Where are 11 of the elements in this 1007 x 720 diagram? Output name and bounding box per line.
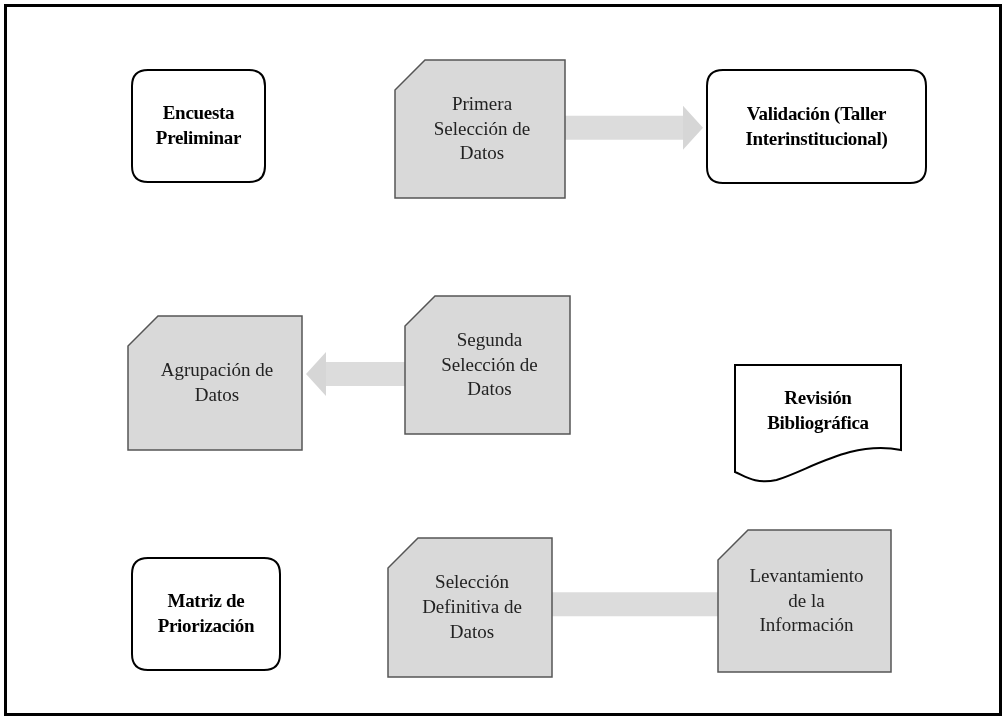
arrow xyxy=(306,352,405,396)
node-label: Encuesta Preliminar xyxy=(154,101,243,150)
arrow xyxy=(565,105,703,150)
node-label: Segunda Selección de Datos xyxy=(440,327,539,402)
node-label: Revisión Bibliográfica xyxy=(766,385,870,435)
node-label: Primera Selección de Datos xyxy=(432,91,532,166)
node-label: Selección Definitiva de Datos xyxy=(421,570,523,644)
node-label: Matriz de Priorización xyxy=(156,589,256,638)
node-label: Levantamiento de la Información xyxy=(748,563,865,638)
node-label: Validación (Taller Interinstitucional) xyxy=(744,101,889,151)
node-label: Agrupación de Datos xyxy=(159,358,275,407)
